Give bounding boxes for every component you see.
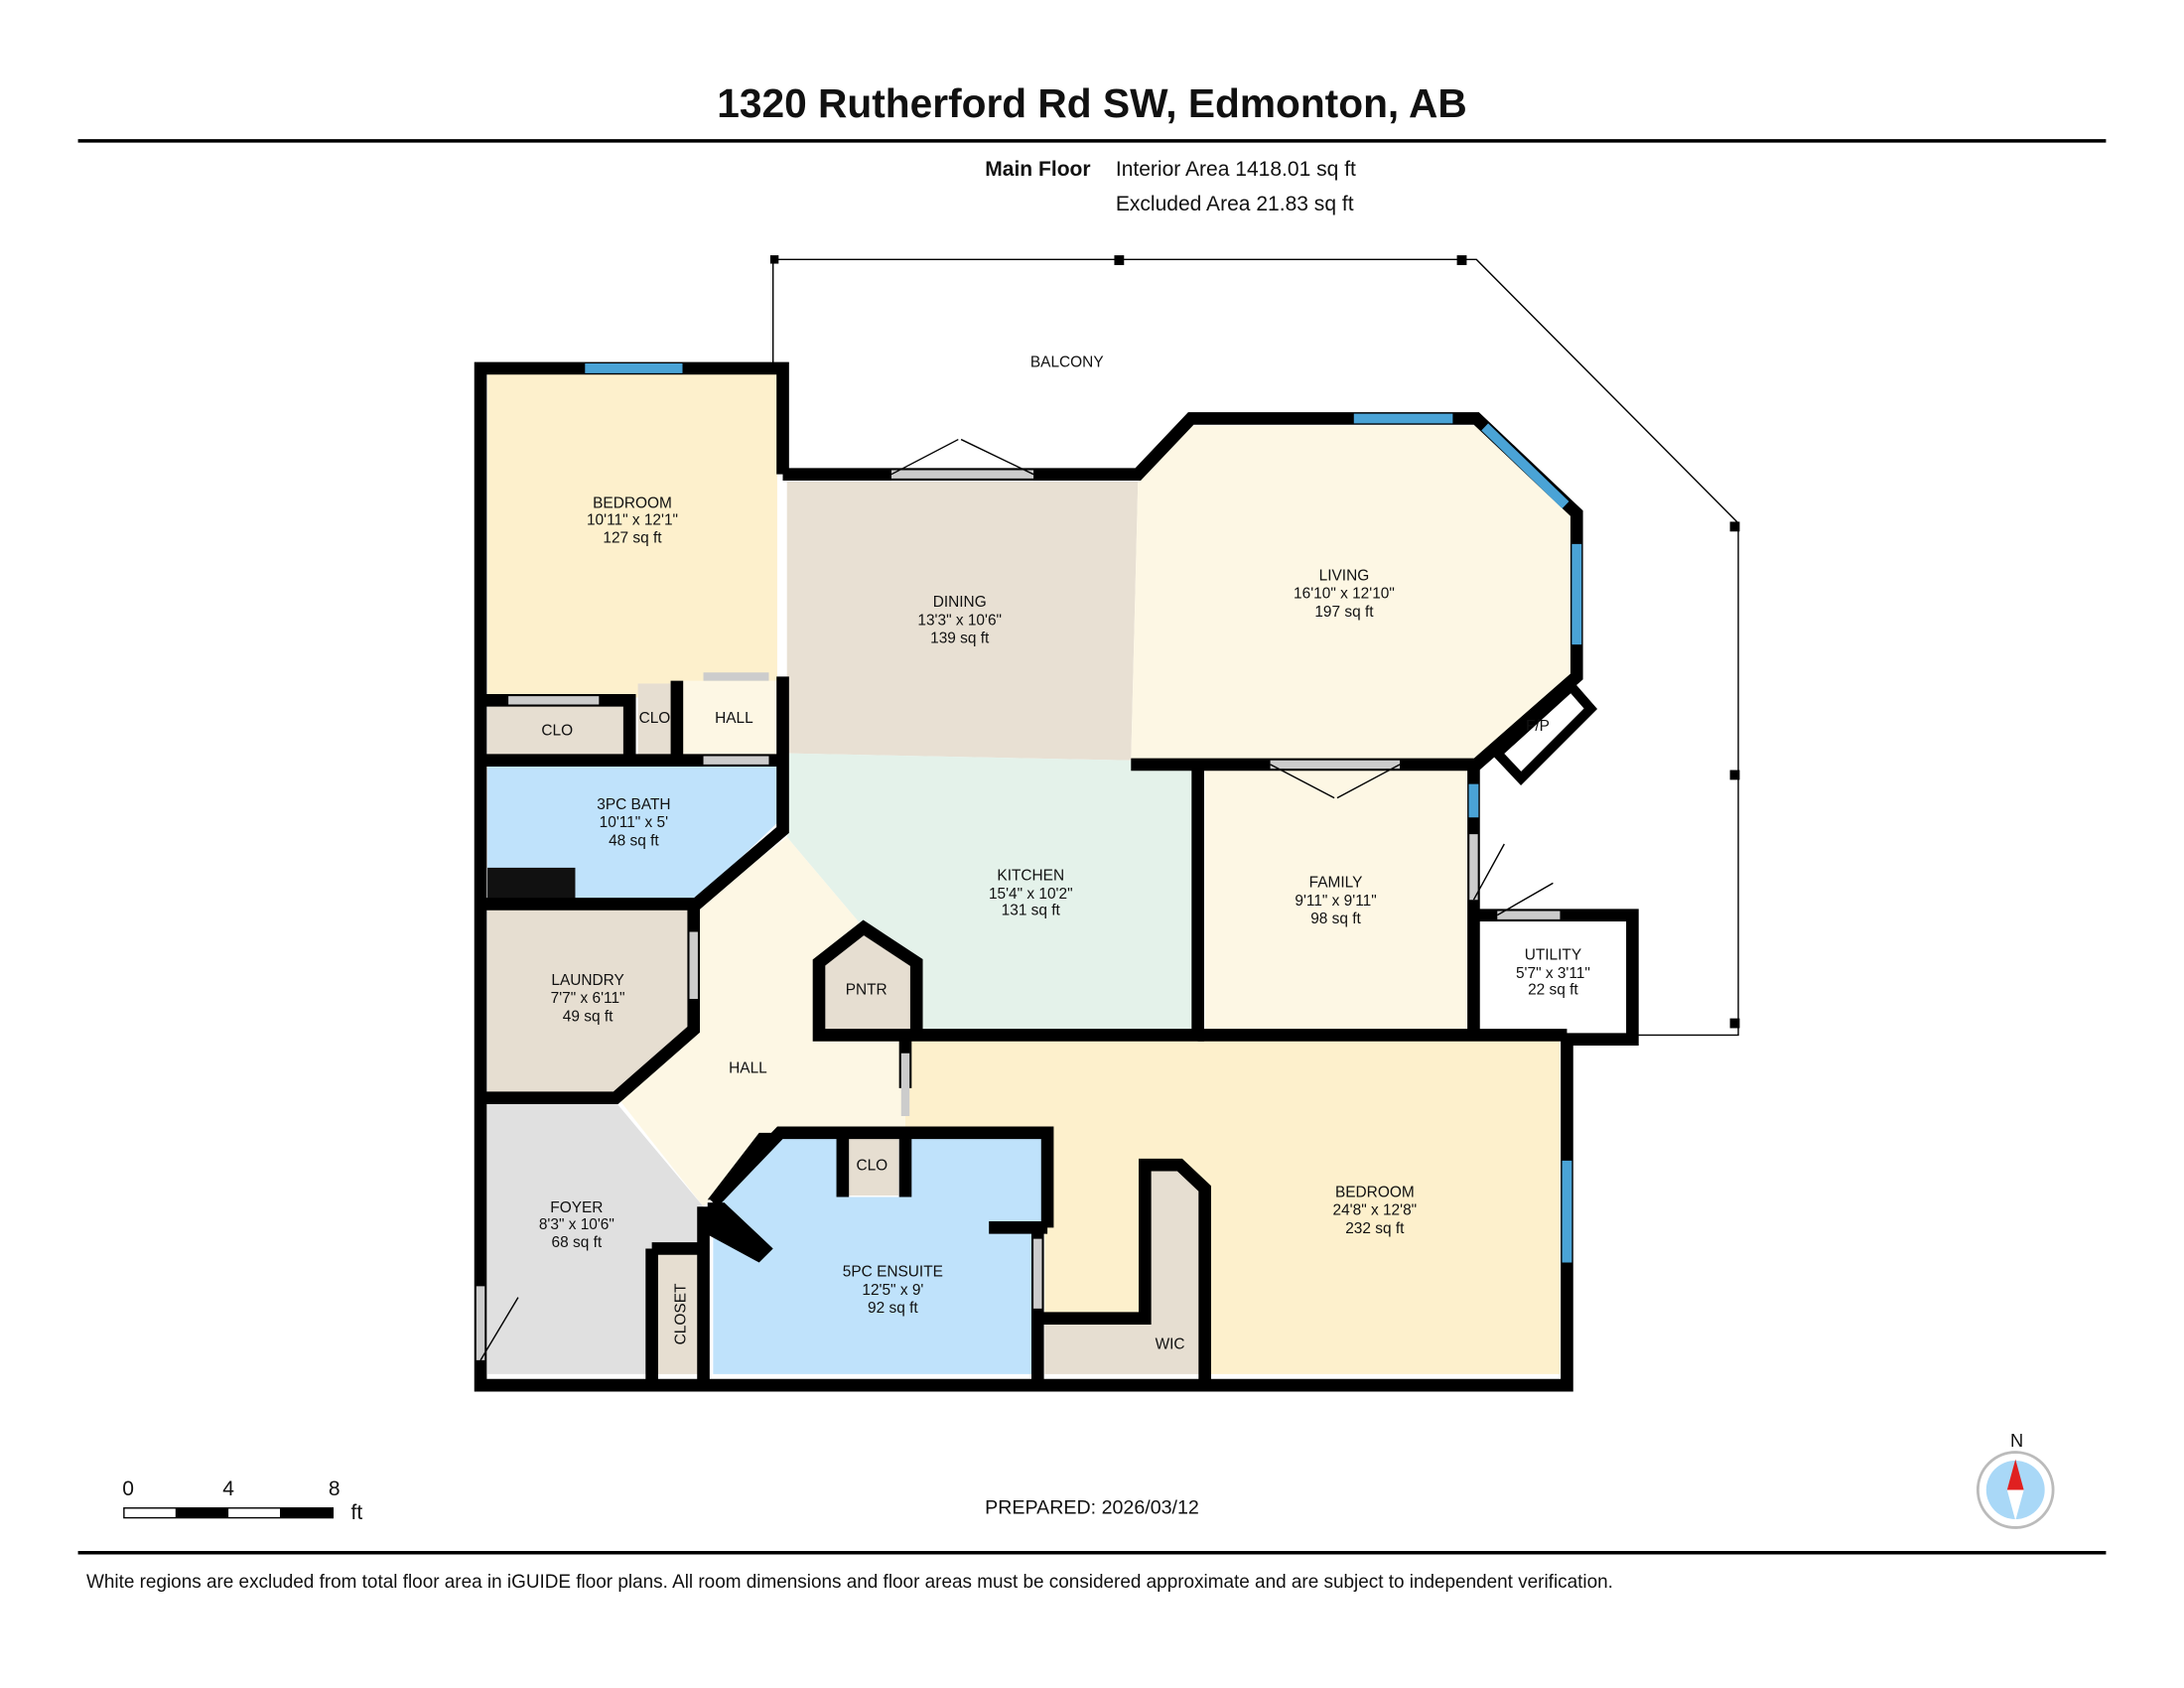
svg-text:92 sq ft: 92 sq ft: [868, 1300, 918, 1317]
svg-text:4: 4: [222, 1477, 234, 1500]
svg-text:98 sq ft: 98 sq ft: [1310, 911, 1361, 927]
svg-text:127 sq ft: 127 sq ft: [603, 530, 662, 547]
walls: [474, 361, 1639, 1392]
pantry-label: PNTR: [846, 982, 887, 999]
clo-label-3: CLO: [856, 1158, 887, 1175]
closet-2-area: [637, 683, 675, 757]
hall-1-area: [679, 680, 787, 757]
bath-shaft: [487, 867, 576, 901]
bath-3pc-area: [487, 764, 777, 901]
svg-text:FAMILY: FAMILY: [1309, 875, 1363, 892]
balcony-posts: [769, 255, 1740, 1029]
closet-label: CLOSET: [672, 1283, 689, 1344]
svg-text:BEDROOM: BEDROOM: [1335, 1184, 1415, 1200]
dining-area: [786, 481, 1139, 761]
svg-text:13'3" x 10'6": 13'3" x 10'6": [917, 612, 1002, 629]
svg-text:LIVING: LIVING: [1319, 567, 1370, 584]
clo-label-2: CLO: [639, 710, 671, 727]
living-area: [1131, 425, 1574, 765]
svg-text:FOYER: FOYER: [550, 1199, 603, 1216]
hall-label-1: HALL: [715, 710, 753, 727]
room-bedroom-2: BEDROOM 24'8" x 12'8"232 sq ft: [1333, 1184, 1418, 1237]
svg-text:139 sq ft: 139 sq ft: [930, 631, 990, 647]
room-fills: [487, 373, 1630, 1374]
svg-text:BEDROOM: BEDROOM: [593, 494, 672, 511]
doors[interactable]: [476, 438, 1561, 1361]
page-title: 1320 Rutherford Rd SW, Edmonton, AB: [717, 80, 1467, 126]
svg-text:16'10" x 12'10": 16'10" x 12'10": [1294, 586, 1395, 603]
svg-text:N: N: [2010, 1430, 2023, 1451]
svg-text:131 sq ft: 131 sq ft: [1002, 903, 1061, 919]
svg-text:DINING: DINING: [933, 594, 987, 611]
svg-text:8: 8: [329, 1477, 341, 1500]
svg-text:22 sq ft: 22 sq ft: [1528, 982, 1578, 999]
svg-text:12'5" x 9': 12'5" x 9': [862, 1282, 923, 1299]
svg-text:15'4" x 10'2": 15'4" x 10'2": [989, 886, 1073, 903]
hall-2-area: [615, 836, 905, 1207]
compass-icon: N: [1976, 1430, 2055, 1529]
svg-text:UTILITY: UTILITY: [1525, 947, 1581, 964]
svg-text:ft: ft: [351, 1501, 363, 1524]
svg-text:5PC ENSUITE: 5PC ENSUITE: [843, 1264, 943, 1281]
closet-4-area: [845, 1137, 898, 1196]
svg-text:24'8" x 12'8": 24'8" x 12'8": [1333, 1202, 1418, 1219]
svg-text:49 sq ft: 49 sq ft: [563, 1008, 614, 1025]
utility-area: [1479, 917, 1630, 1033]
hall-label-2: HALL: [729, 1059, 767, 1076]
wic-label: WIC: [1156, 1336, 1185, 1353]
svg-text:0: 0: [122, 1477, 134, 1500]
svg-text:9'11" x 9'11": 9'11" x 9'11": [1295, 893, 1376, 910]
room-living: LIVING 16'10" x 12'10"197 sq ft: [1294, 567, 1395, 621]
balcony-outline: [771, 258, 1739, 1037]
fp-label: F/P: [1526, 718, 1550, 735]
windows: [585, 362, 1582, 1263]
prepared-date: PREPARED: 2026/03/12: [985, 1496, 1199, 1518]
svg-text:KITCHEN: KITCHEN: [997, 868, 1064, 885]
scale-bar: 0 4 8 ft: [122, 1477, 362, 1524]
laundry-area: [487, 910, 694, 1095]
svg-text:3PC BATH: 3PC BATH: [597, 796, 670, 813]
bedroom-2-area: [904, 1039, 1561, 1374]
svg-text:5'7" x 3'11": 5'7" x 3'11": [1516, 965, 1590, 982]
closet-1-area: [487, 704, 624, 757]
excluded-area: Excluded Area 21.83 sq ft: [1116, 193, 1354, 215]
svg-text:7'7" x 6'11": 7'7" x 6'11": [551, 990, 625, 1007]
svg-text:232 sq ft: 232 sq ft: [1345, 1220, 1405, 1237]
svg-text:8'3" x 10'6": 8'3" x 10'6": [539, 1216, 614, 1233]
fireplace: [1490, 679, 1598, 786]
kitchen-area: [786, 753, 1195, 1033]
svg-text:10'11" x 12'1": 10'11" x 12'1": [587, 511, 678, 528]
svg-text:68 sq ft: 68 sq ft: [552, 1234, 603, 1251]
svg-text:LAUNDRY: LAUNDRY: [551, 972, 623, 989]
family-area: [1204, 764, 1470, 1033]
foyer-area: [487, 1101, 704, 1374]
svg-text:197 sq ft: 197 sq ft: [1314, 604, 1374, 621]
svg-text:10'11" x 5': 10'11" x 5': [600, 814, 668, 831]
balcony-label: BALCONY: [1030, 353, 1104, 370]
interior-area: Interior Area 1418.01 sq ft: [1116, 158, 1356, 181]
ensuite-wall-block: [707, 1202, 773, 1263]
clo-label-1: CLO: [541, 722, 573, 739]
svg-text:48 sq ft: 48 sq ft: [609, 832, 659, 849]
floor-name: Main Floor: [985, 158, 1090, 181]
disclaimer: White regions are excluded from total fl…: [86, 1572, 1613, 1593]
ensuite-area: [713, 1132, 1045, 1374]
bedroom-1-area: [487, 373, 777, 698]
